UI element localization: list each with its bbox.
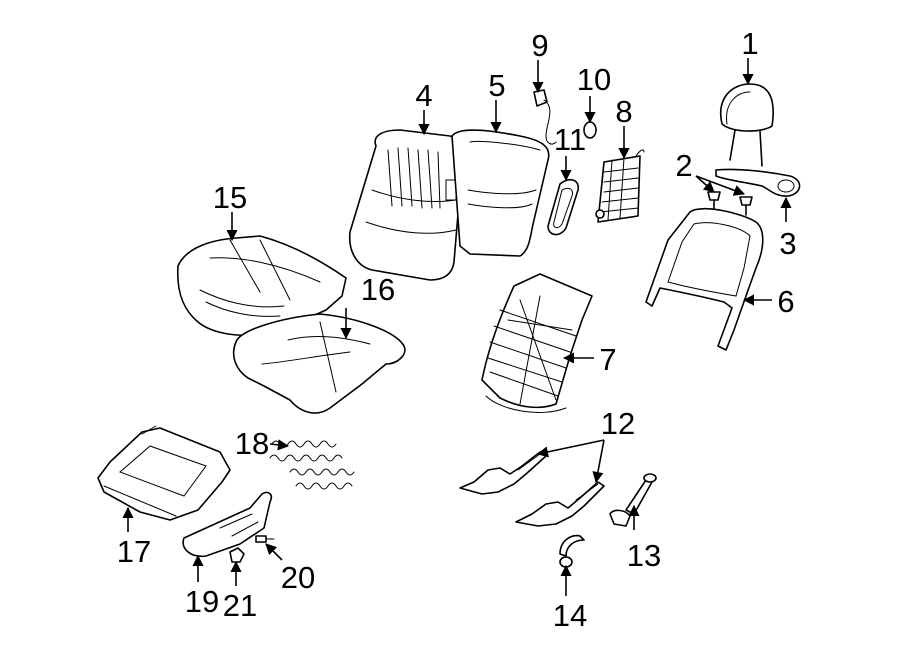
screw-part: [255, 535, 275, 543]
callout-4: 4: [415, 78, 432, 113]
seat-frame-part: [97, 425, 231, 521]
callout-11: 11: [554, 122, 586, 157]
back-cover-part: [348, 129, 465, 281]
callout-1: 1: [741, 26, 758, 61]
callout-13: 13: [627, 538, 661, 573]
back-suspension-part: [481, 273, 593, 413]
callout-18: 18: [235, 426, 269, 461]
callout-9: 9: [531, 28, 548, 63]
callout-20: 20: [281, 560, 315, 595]
lumbar-support-part: [595, 149, 645, 223]
callout-8: 8: [615, 94, 632, 129]
leader-lines: [122, 58, 792, 596]
callout-6: 6: [777, 284, 794, 319]
callout-21: 21: [223, 588, 257, 623]
callout-3: 3: [779, 226, 796, 261]
handle-part: [609, 473, 657, 527]
seat-pad-part: [232, 313, 406, 414]
callout-2: 2: [675, 148, 692, 183]
headrest-guide-part: [707, 191, 753, 216]
callout-14: 14: [553, 598, 587, 633]
callout-10: 10: [577, 62, 611, 97]
callout-17: 17: [117, 534, 151, 569]
cable-part: [559, 534, 585, 568]
callout-labels: 1 2 3 4 5 6 7 8 9 10 11 12 13 14 15 16 1…: [117, 26, 797, 633]
callout-5: 5: [488, 68, 505, 103]
head-restraint-part: [719, 83, 774, 167]
back-frame-part: [645, 208, 764, 351]
lumbar-cable-part: [533, 89, 557, 145]
callout-16: 16: [361, 272, 395, 307]
bezel-part: [715, 168, 801, 197]
back-pad-part: [451, 129, 550, 257]
callout-7: 7: [599, 342, 616, 377]
clip-part: [229, 547, 245, 563]
callout-12: 12: [601, 406, 635, 441]
side-shield-part: [182, 491, 273, 558]
callout-19: 19: [185, 584, 219, 619]
callout-15: 15: [213, 180, 247, 215]
recliner-part: [459, 451, 605, 527]
spring-part: [269, 440, 355, 490]
lumbar-bezel-part: [547, 178, 580, 236]
